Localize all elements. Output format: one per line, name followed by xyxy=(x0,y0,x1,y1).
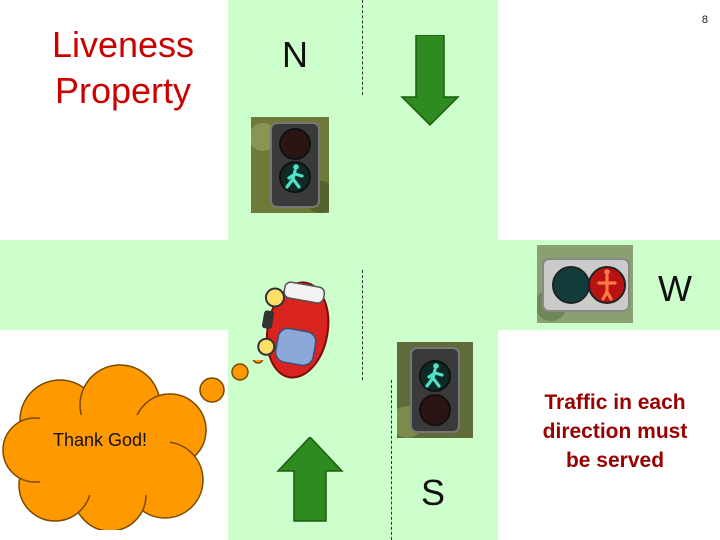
caption: Traffic in each direction must be served xyxy=(520,388,710,475)
lane-divider xyxy=(362,270,363,380)
direction-north-label: N xyxy=(282,34,308,75)
car-icon xyxy=(257,281,330,379)
direction-west-label: W xyxy=(658,268,692,309)
traffic-light-icon xyxy=(537,245,633,323)
slide-title: Liveness Property xyxy=(28,22,218,114)
lane-divider xyxy=(362,0,363,95)
arrow-down-icon xyxy=(400,35,460,127)
caption-line: Traffic in each xyxy=(544,391,686,414)
title-line: Property xyxy=(54,70,192,111)
caption-line: be served xyxy=(565,449,665,472)
thought-text: Thank God! xyxy=(52,430,148,450)
page-number: 8 xyxy=(701,14,708,26)
arrow-up-icon xyxy=(276,437,344,522)
lane-divider xyxy=(391,380,392,540)
title-line: Liveness xyxy=(51,24,195,65)
thought-cloud-icon xyxy=(2,360,264,530)
traffic-light-icon xyxy=(397,342,473,438)
caption-line: direction must xyxy=(542,420,688,443)
traffic-light-icon xyxy=(251,117,329,213)
direction-south-label: S xyxy=(421,472,446,513)
